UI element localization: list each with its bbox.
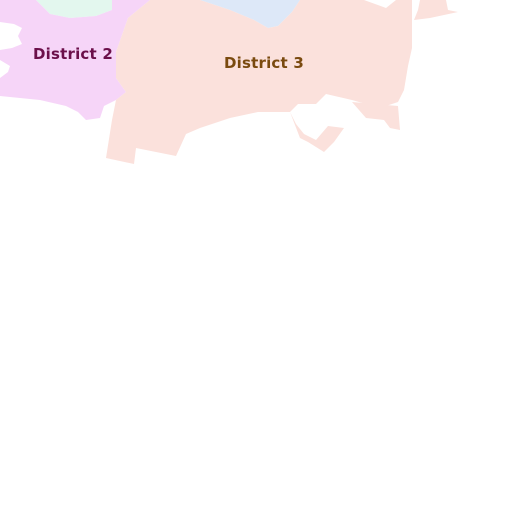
district-2-label: District 2	[33, 45, 113, 63]
district-north-green-region[interactable]	[36, 0, 112, 18]
district-2-region[interactable]	[0, 0, 150, 120]
district-3-label: District 3	[224, 54, 304, 72]
district-3-region-northeast[interactable]	[414, 0, 458, 20]
district-3-region-east[interactable]	[352, 102, 400, 130]
district-3-region[interactable]	[106, 0, 412, 164]
district-north-blue-region[interactable]	[200, 0, 300, 28]
